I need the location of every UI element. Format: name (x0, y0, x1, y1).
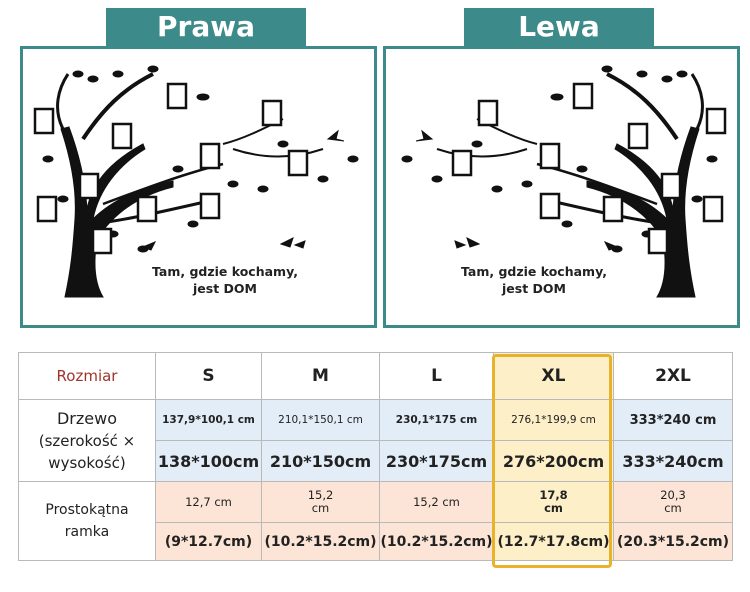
tree-round-xl: 276*200cm (493, 440, 614, 482)
tree-round-l: 230*175cm (379, 440, 494, 482)
slogan-right: Tam, gdzie kochamy, jest DOM (140, 263, 310, 297)
heading-right-side: Prawa strona (106, 8, 306, 81)
frame-size-2xl: (20.3*15.2cm) (613, 522, 733, 561)
tree-illustration-right (33, 65, 359, 298)
tree-exact-xl: 276,1*199,9 cm (493, 399, 614, 441)
frame-cm-m-line-2: cm (311, 501, 330, 515)
row-label-tree-line-3: wysokość) (48, 453, 126, 472)
slogan-line-2: jest DOM (193, 281, 257, 296)
panel-left-side: Tam, gdzie kochamy, jest DOM (383, 46, 740, 328)
frame-cm-s-line-1: 12,7 cm (185, 494, 232, 509)
tree-round-s: 138*100cm (155, 440, 262, 482)
frame-size-s: (9*12.7cm) (155, 522, 262, 561)
size-table: Rozmiar S M L XL 2XL Drzewo (szerokość ×… (18, 352, 733, 561)
slogan-line-2: jest DOM (502, 281, 566, 296)
row-label-frame-line-2: ramka (64, 524, 110, 540)
header-size-m: M (261, 352, 380, 400)
header-size-2xl: 2XL (613, 352, 733, 400)
tree-exact-l: 230,1*175 cm (379, 399, 494, 441)
panel-right-side: Tam, gdzie kochamy, jest DOM (20, 46, 377, 328)
frame-cm-l-line-1: 15,2 cm (413, 494, 460, 509)
heading-left-side: Lewa strona (464, 8, 654, 81)
frame-cm-m-line-1: 15,2 (307, 488, 334, 502)
slogan-line-1: Tam, gdzie kochamy, (151, 264, 299, 279)
tree-round-2xl: 333*240cm (613, 440, 733, 482)
row-label-tree: Drzewo (szerokość × wysokość) (18, 399, 156, 482)
table-row-tree-exact: Drzewo (szerokość × wysokość) 137,9*100,… (18, 399, 733, 482)
row-label-tree-line-2: (szerokość × (38, 431, 136, 450)
frame-cm-2xl-line-2: cm (664, 501, 682, 515)
frame-size-m: (10.2*15.2cm) (261, 522, 380, 561)
header-size-s: S (155, 352, 262, 400)
frame-size-l: (10.2*15.2cm) (379, 522, 494, 561)
row-label-frame-line-1: Prostokątna (45, 502, 129, 518)
tree-exact-m: 210,1*150,1 cm (261, 399, 380, 441)
header-size-label: Rozmiar (18, 352, 156, 400)
tree-round-m: 210*150cm (261, 440, 380, 482)
frame-size-xl: (12.7*17.8cm) (493, 522, 614, 561)
header-size-l: L (379, 352, 494, 400)
header-size-xl: XL (493, 352, 614, 400)
frame-cm-2xl-line-1: 20,3 (660, 488, 686, 502)
frame-cm-xl-line-2: cm (544, 501, 563, 515)
tree-exact-2xl: 333*240 cm (613, 399, 733, 441)
frame-cm-xl-line-1: 17,8 (539, 488, 568, 502)
frame-cm-s: 12,7 cm (155, 481, 262, 523)
table-row-frame-size: (9*12.7cm) (10.2*15.2cm) (10.2*15.2cm) (… (19, 522, 733, 561)
frame-cm-l: 15,2 cm (379, 481, 494, 523)
slogan-left: Tam, gdzie kochamy, jest DOM (449, 263, 619, 297)
tree-illustration-left (401, 65, 727, 298)
row-label-frame: Prostokątna ramka (18, 481, 156, 561)
slogan-line-1: Tam, gdzie kochamy, (460, 264, 608, 279)
table-header-row: Rozmiar S M L XL 2XL (18, 352, 733, 400)
row-label-tree-line-1: Drzewo (56, 408, 117, 428)
tree-exact-s: 137,9*100,1 cm (155, 399, 262, 441)
